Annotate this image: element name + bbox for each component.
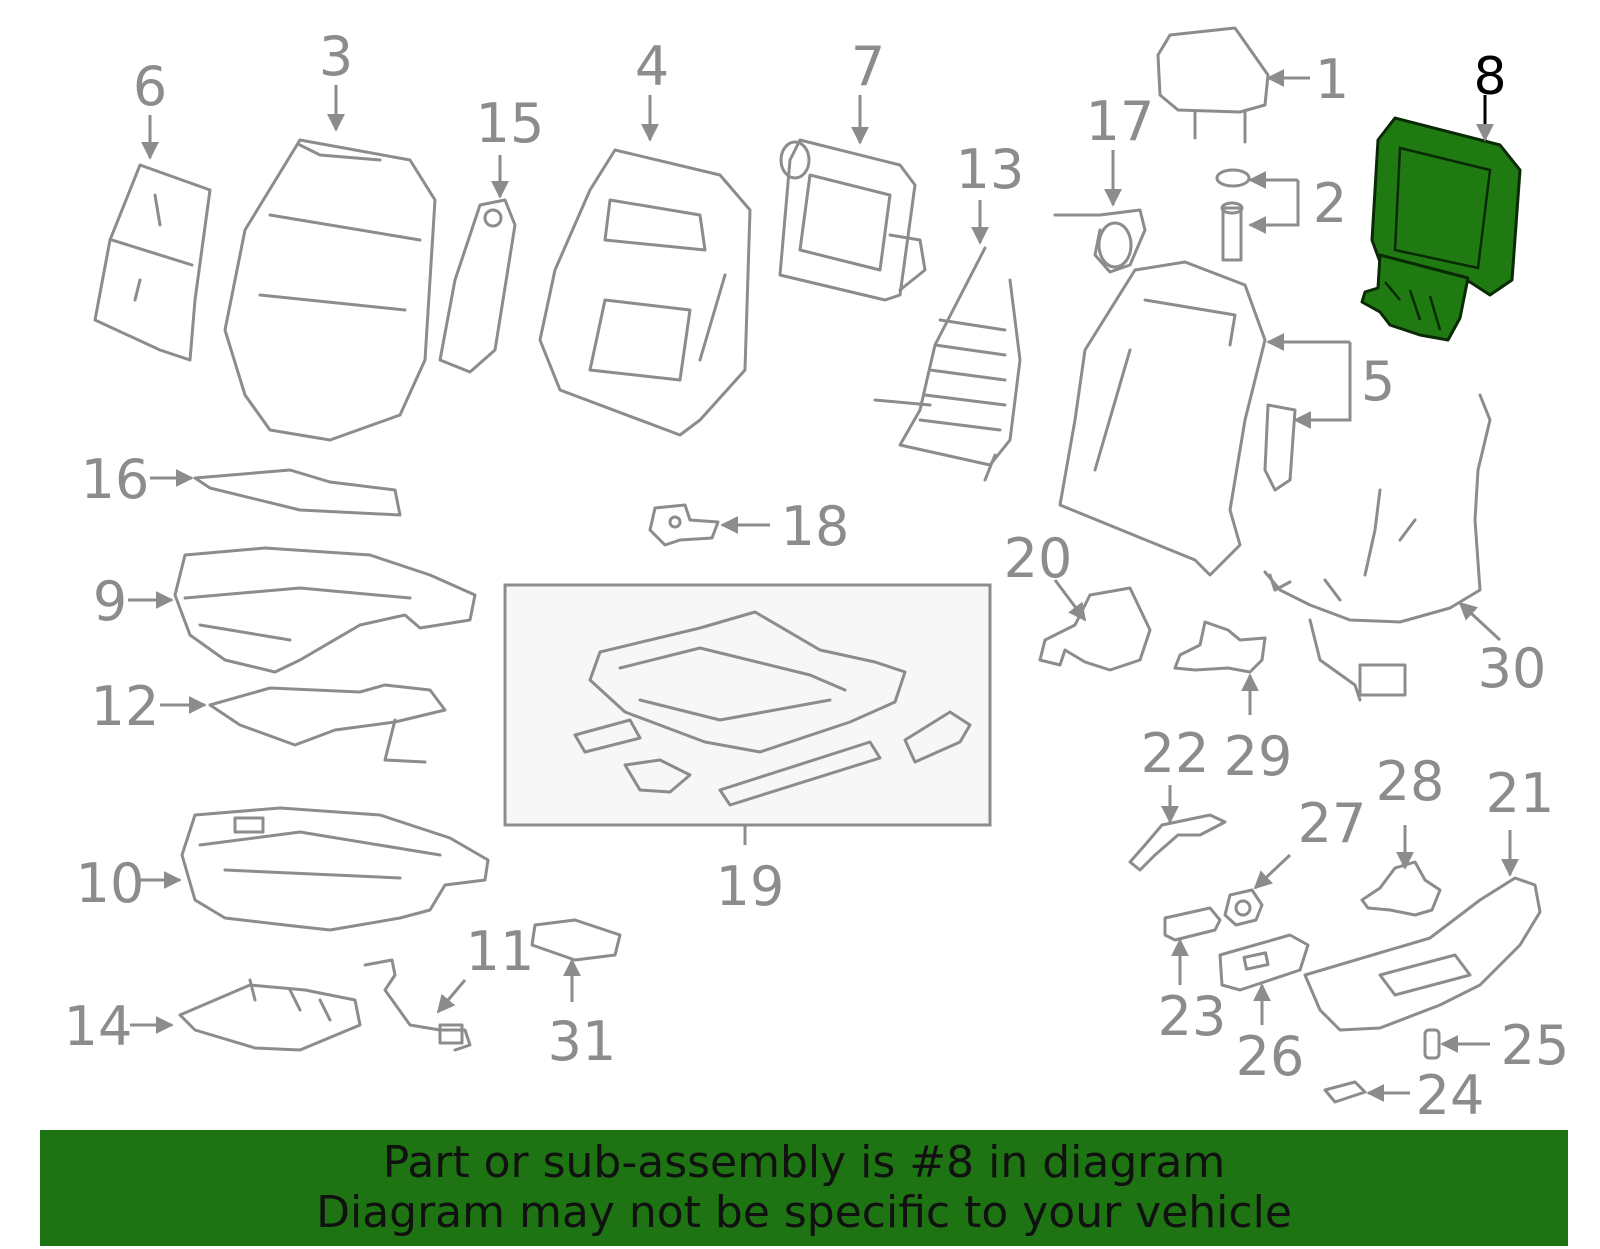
- part-6-shape: [93, 163, 212, 362]
- part-5-shape: [1058, 260, 1297, 577]
- part-21-shape: [1303, 876, 1542, 1032]
- part-19-frame: [503, 583, 992, 827]
- callout-22[interactable]: 22: [1141, 722, 1210, 785]
- part-26-shape: [1218, 933, 1310, 992]
- part-30-shape: [1263, 393, 1492, 702]
- part-29-shape: [1173, 620, 1267, 674]
- callout-12[interactable]: 12: [91, 675, 160, 738]
- callout-11[interactable]: 11: [466, 920, 535, 983]
- callout-29[interactable]: 29: [1224, 725, 1293, 788]
- part-23-shape: [1163, 906, 1222, 942]
- part-7-shape: [778, 138, 927, 302]
- callout-9[interactable]: 9: [93, 570, 127, 633]
- callout-16[interactable]: 16: [81, 448, 150, 511]
- callout-2[interactable]: 2: [1313, 172, 1347, 235]
- part-22-shape: [1128, 813, 1227, 872]
- part-1-shape: [1156, 26, 1270, 144]
- callout-6[interactable]: 6: [133, 55, 167, 118]
- part-9-shape: [173, 546, 477, 674]
- callout-13[interactable]: 13: [956, 138, 1025, 201]
- part-24-shape: [1323, 1080, 1367, 1104]
- callout-17[interactable]: 17: [1086, 90, 1155, 153]
- callout-23[interactable]: 23: [1158, 985, 1227, 1048]
- callout-25[interactable]: 25: [1501, 1014, 1570, 1077]
- part-19-shape: [573, 610, 972, 807]
- part-14-shape: [178, 978, 362, 1052]
- part-17-shape: [1053, 208, 1147, 274]
- part-12-shape: [208, 683, 447, 764]
- callout-7[interactable]: 7: [851, 35, 885, 98]
- callout-24[interactable]: 24: [1416, 1064, 1485, 1127]
- part-4-shape: [538, 148, 752, 437]
- callout-10[interactable]: 10: [76, 852, 145, 915]
- callout-15[interactable]: 15: [476, 92, 545, 155]
- part-10-shape: [180, 806, 490, 932]
- part-25-shape: [1423, 1028, 1441, 1060]
- callout-8[interactable]: 8: [1473, 47, 1506, 107]
- part-27-shape: [1223, 888, 1264, 927]
- callout-26[interactable]: 26: [1236, 1025, 1305, 1088]
- banner-line-2: Diagram may not be specific to your vehi…: [316, 1187, 1292, 1238]
- part-8-shape: [1360, 116, 1522, 342]
- callout-28[interactable]: 28: [1376, 750, 1445, 813]
- part-15-shape: [438, 198, 517, 374]
- part-16-shape: [193, 468, 402, 517]
- callout-19[interactable]: 19: [716, 855, 785, 918]
- callout-30[interactable]: 30: [1478, 637, 1547, 700]
- part-31-shape: [530, 918, 622, 962]
- callout-1[interactable]: 1: [1315, 48, 1349, 111]
- callout-18[interactable]: 18: [781, 495, 850, 558]
- part-18-shape: [648, 503, 720, 547]
- part-3-shape: [223, 138, 437, 442]
- callout-14[interactable]: 14: [64, 995, 133, 1058]
- callout-3[interactable]: 3: [319, 25, 353, 88]
- info-banner: Part or sub-assembly is #8 in diagram Di…: [40, 1130, 1568, 1246]
- callout-20[interactable]: 20: [1004, 527, 1073, 590]
- callout-4[interactable]: 4: [635, 35, 669, 98]
- callout-31[interactable]: 31: [548, 1010, 617, 1073]
- part-28-shape: [1360, 860, 1442, 917]
- part-2-shape: [1215, 168, 1251, 262]
- part-11-shape: [363, 958, 472, 1052]
- callout-21[interactable]: 21: [1486, 762, 1555, 825]
- callout-27[interactable]: 27: [1298, 792, 1367, 855]
- part-20-shape: [1038, 586, 1152, 672]
- banner-line-1: Part or sub-assembly is #8 in diagram: [382, 1137, 1226, 1188]
- part-13-shape: [873, 246, 1022, 482]
- callout-5[interactable]: 5: [1361, 350, 1395, 413]
